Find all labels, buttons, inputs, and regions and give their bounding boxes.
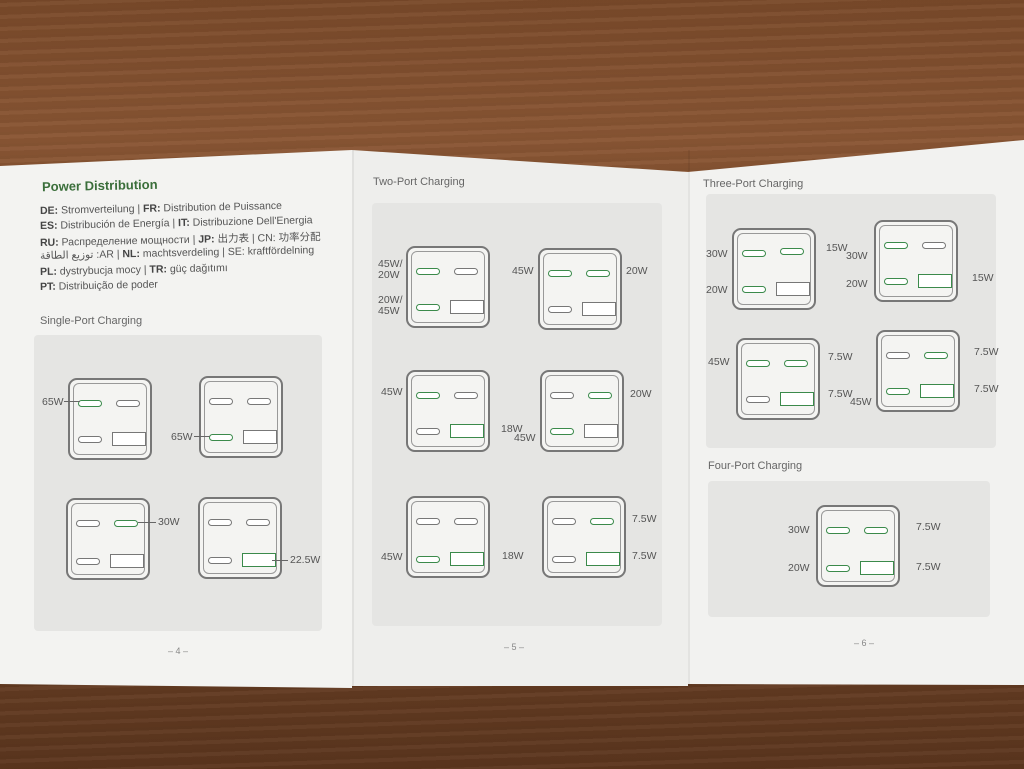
wattage-label: 20W [846,278,868,290]
wattage-label: 30W [788,524,810,536]
wattage-label: 7.5W [828,351,853,363]
wattage-label: 7.5W [916,521,941,533]
wattage-label: 45W [378,305,400,317]
charger-diagram [816,505,900,587]
wattage-label: 45W [381,386,403,398]
charger-diagram [406,370,490,452]
page-number: – 4 – [168,646,189,656]
page-number: – 5 – [504,642,525,652]
wattage-label: 20W [788,562,810,574]
charger-diagram [542,496,626,578]
wattage-label: 7.5W [632,550,657,562]
wattage-label: 30W [158,516,180,528]
fold-line [352,150,354,686]
wattage-label: 45W [512,265,534,277]
wattage-label: 45W [514,432,536,444]
wattage-label: 15W [826,242,848,254]
wattage-label: 7.5W [828,388,853,400]
wattage-label: 45W/ [378,258,403,270]
wattage-label: 30W [706,248,728,260]
page-title: Power Distribution [41,176,158,195]
fold-line [688,150,690,686]
wattage-label: 20W [630,388,652,400]
wattage-label: 7.5W [974,346,999,358]
section-heading: Four-Port Charging [708,460,803,472]
wattage-label: 7.5W [916,561,941,573]
charger-diagram [406,246,490,328]
charger-diagram [199,376,283,458]
wattage-label: 20W [378,269,400,281]
section-heading: Three-Port Charging [703,178,804,190]
charger-diagram [540,370,624,452]
section-heading: Single-Port Charging [40,315,143,327]
charger-diagram [874,220,958,302]
wattage-label: 45W [381,551,403,563]
language-line: PT: Distribuição de poder [39,278,158,293]
wattage-label: 20W/ [378,294,403,306]
wattage-label: 30W [846,250,868,262]
wattage-label: 18W [501,423,523,435]
charger-diagram [68,378,152,460]
charger-diagram [732,228,816,310]
charger-diagram [198,497,282,579]
section-heading: Two-Port Charging [373,176,465,188]
wattage-label: 20W [706,284,728,296]
wattage-label: 7.5W [974,383,999,395]
charger-diagram [66,498,150,580]
charger-diagram [876,330,960,412]
wattage-label: 20W [626,265,648,277]
page-number: – 6 – [854,638,875,648]
wattage-label: 65W [42,396,64,408]
wattage-label: 22.5W [290,554,321,566]
wattage-label: 15W [972,272,994,284]
wattage-label: 45W [850,396,872,408]
wattage-label: 65W [171,431,193,443]
wattage-label: 45W [708,356,730,368]
charger-diagram [406,496,490,578]
wattage-label: 7.5W [632,513,657,525]
charger-diagram [736,338,820,420]
charger-diagram [538,248,622,330]
wattage-label: 18W [502,550,524,562]
